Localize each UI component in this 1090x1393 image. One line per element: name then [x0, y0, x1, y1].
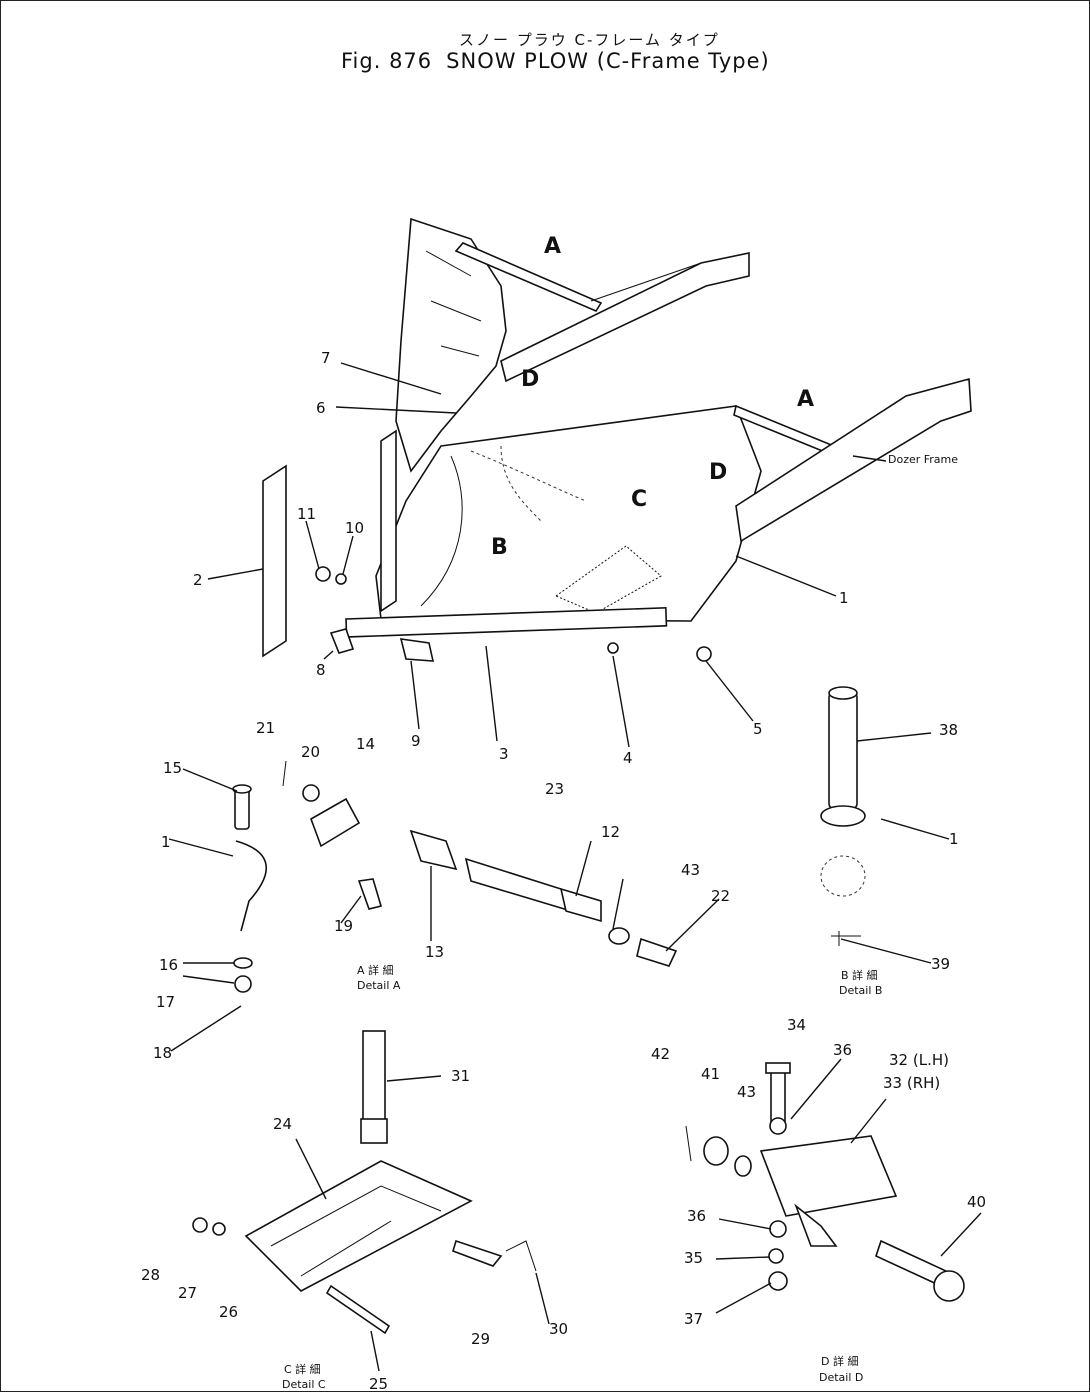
detail-c-caption-jp: C 詳 細	[284, 1362, 321, 1376]
part-number: 30	[549, 1320, 568, 1338]
part-number: 36	[687, 1207, 706, 1225]
detail-b-caption-jp: B 詳 細	[841, 968, 878, 982]
part-number: 1	[161, 833, 171, 851]
part-number: 19	[334, 917, 353, 935]
part-number: 36	[833, 1041, 852, 1059]
part-number: 8	[316, 661, 326, 679]
part-number: 26	[219, 1303, 238, 1321]
detail-a-parts	[232, 760, 678, 993]
view-marker-a-upper: A	[544, 234, 561, 259]
part-number: 16	[159, 956, 178, 974]
figure-name: SNOW PLOW (C-Frame Type)	[446, 49, 770, 73]
part-number: 3	[499, 745, 509, 763]
part-number: 18	[153, 1044, 172, 1062]
part-number: 12	[601, 823, 620, 841]
part-number: 23	[545, 780, 564, 798]
part-number: 43	[737, 1083, 756, 1101]
part-number: 14	[356, 735, 375, 753]
part-number: 20	[301, 743, 320, 761]
title-japanese: スノー プラウ C-フレーム タイプ	[459, 31, 720, 49]
part-number: 1	[839, 589, 849, 607]
part-number: 31	[451, 1067, 470, 1085]
part-number: 7	[321, 349, 331, 367]
part-number: 1	[949, 830, 959, 848]
detail-d-caption-jp: D 詳 細	[821, 1354, 858, 1368]
detail-d-parts	[685, 1062, 965, 1302]
detail-c-parts	[192, 1030, 537, 1335]
detail-b-parts	[820, 686, 866, 946]
part-number: 42	[651, 1045, 670, 1063]
figure-number: Fig. 876	[341, 49, 433, 73]
leader-lines	[168, 362, 982, 1372]
part-number: 27	[178, 1284, 197, 1302]
dozer-frame-label: Dozer Frame	[888, 453, 958, 466]
part-number: 17	[156, 993, 175, 1011]
detail-b-caption: Detail B	[839, 984, 882, 997]
view-marker-d: D	[709, 460, 727, 485]
plow-blade-assembly	[262, 217, 972, 662]
part-number: 29	[471, 1330, 490, 1348]
part-number: 37	[684, 1310, 703, 1328]
part-number: 10	[345, 519, 364, 537]
part-number: 43	[681, 861, 700, 879]
detail-c-caption: Detail C	[282, 1378, 326, 1391]
part-number: 40	[967, 1193, 986, 1211]
part-number: 38	[939, 721, 958, 739]
view-marker-d-upper: D	[521, 367, 539, 392]
detail-a-caption: Detail A	[357, 979, 401, 992]
part-number: 39	[931, 955, 950, 973]
part-number: 15	[163, 759, 182, 777]
part-number: 28	[141, 1266, 160, 1284]
figure-title: Fig. 876 SNOW PLOW (C-Frame Type)	[341, 49, 784, 73]
view-marker-a-right: A	[797, 387, 814, 412]
part-number: 32 (L.H)	[889, 1051, 949, 1069]
view-marker-c: C	[631, 487, 647, 512]
part-number: 5	[753, 720, 763, 738]
part-number: 9	[411, 732, 421, 750]
part-number: 24	[273, 1115, 292, 1133]
detail-a-caption-jp: A 詳 細	[357, 963, 394, 977]
labels-layer: A A D D B C Dozer Frame 1 2 3 4 5 6 7 8 …	[141, 234, 986, 1393]
part-number: 22	[711, 887, 730, 905]
part-number: 11	[297, 505, 316, 523]
part-number: 4	[623, 749, 633, 767]
part-number: 34	[787, 1016, 806, 1034]
part-number: 41	[701, 1065, 720, 1083]
part-number: 25	[369, 1375, 388, 1393]
part-number: 2	[193, 571, 203, 589]
part-number: 6	[316, 399, 326, 417]
part-number: 21	[256, 719, 275, 737]
part-number: 33 (RH)	[883, 1074, 940, 1092]
part-number: 35	[684, 1249, 703, 1267]
part-number: 13	[425, 943, 444, 961]
view-marker-b: B	[491, 535, 508, 560]
detail-d-caption: Detail D	[819, 1371, 863, 1384]
